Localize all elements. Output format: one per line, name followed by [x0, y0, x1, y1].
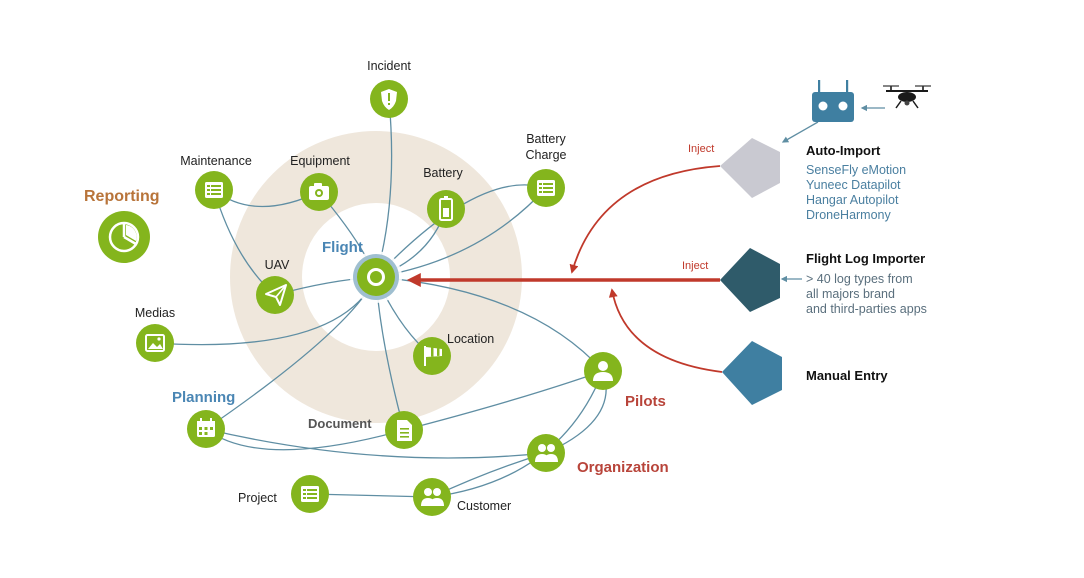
- list-icon: [301, 486, 319, 502]
- battery-charge-label-line1: Battery: [526, 132, 566, 146]
- pie-chart-icon: [108, 221, 140, 253]
- planning-label: Planning: [172, 389, 235, 406]
- uav-node[interactable]: [256, 276, 294, 314]
- inject-label-log: Inject: [682, 260, 708, 272]
- pilots-label: Pilots: [625, 393, 666, 410]
- incident-node[interactable]: [370, 80, 408, 118]
- document-node[interactable]: [385, 411, 423, 449]
- equipment-label: Equipment: [290, 154, 350, 168]
- reporting-node[interactable]: [98, 211, 150, 263]
- inject-label-auto: Inject: [688, 143, 714, 155]
- document-icon: [397, 420, 412, 441]
- flight-log-importer-pentagon[interactable]: [720, 248, 780, 312]
- auto-import-item: Hangar Autopilot: [806, 193, 899, 207]
- controller-to-import-arrow: [781, 121, 819, 143]
- log-importer-item: and third-parties apps: [806, 302, 927, 316]
- group-icon: [421, 488, 444, 506]
- organization-label: Organization: [577, 459, 669, 476]
- flight-log-importer-title: Flight Log Importer: [806, 251, 925, 266]
- battery-label: Battery: [423, 166, 463, 180]
- log-importer-item: > 40 log types from: [806, 272, 913, 286]
- auto-import-pentagon[interactable]: [720, 138, 780, 198]
- group-icon: [535, 444, 558, 462]
- auto-import-item: SenseFly eMotion: [806, 163, 906, 177]
- incident-label: Incident: [367, 59, 411, 73]
- project-label: Project: [238, 491, 277, 505]
- inject-arrows: Inject Inject: [406, 143, 723, 373]
- organization-node[interactable]: [527, 434, 565, 472]
- maintenance-node[interactable]: [195, 171, 233, 209]
- medias-node[interactable]: [136, 324, 174, 362]
- windsock-icon: [424, 346, 442, 366]
- camera-icon: [309, 183, 329, 200]
- flight-node[interactable]: [350, 251, 402, 303]
- battery-charge-label-line2: Charge: [526, 148, 567, 162]
- calendar-icon: [197, 418, 215, 437]
- flight-log-importer-block: Flight Log Importer > 40 log types from …: [806, 251, 927, 316]
- shield-icon: [381, 89, 397, 110]
- flight-label: Flight: [322, 239, 363, 256]
- drone-icon: [883, 85, 931, 109]
- equipment-node[interactable]: [300, 173, 338, 211]
- image-icon: [145, 334, 165, 352]
- project-node[interactable]: [291, 475, 329, 513]
- battery-charge-node[interactable]: [527, 169, 565, 207]
- reporting-label: Reporting: [84, 188, 160, 205]
- manual-entry-title: Manual Entry: [806, 368, 888, 383]
- list-icon: [537, 180, 555, 196]
- paper-plane-icon: [265, 284, 287, 306]
- auto-import-block: Auto-Import SenseFly eMotion Yuneec Data…: [806, 143, 906, 222]
- location-node[interactable]: [413, 337, 451, 375]
- medias-label: Medias: [135, 306, 175, 320]
- document-label: Document: [308, 416, 372, 431]
- uav-label: UAV: [265, 258, 290, 272]
- person-icon: [593, 361, 613, 381]
- battery-node[interactable]: [427, 190, 465, 228]
- customer-label: Customer: [457, 499, 511, 513]
- flight-zone-ring: [230, 131, 522, 423]
- auto-import-item: Yuneec Datapilot: [806, 178, 901, 192]
- auto-import-item: DroneHarmony: [806, 208, 892, 222]
- location-label: Location: [447, 332, 494, 346]
- log-importer-item: all majors brand: [806, 287, 895, 301]
- list-icon: [205, 182, 223, 198]
- planning-node[interactable]: [187, 410, 225, 448]
- ring-icon: [367, 268, 385, 286]
- maintenance-label: Maintenance: [180, 154, 252, 168]
- battery-icon: [439, 196, 453, 221]
- customer-node[interactable]: [413, 478, 451, 516]
- remote-controller-icon: [812, 80, 854, 122]
- manual-entry-pentagon[interactable]: [722, 341, 782, 405]
- pilots-node[interactable]: [584, 352, 622, 390]
- auto-import-title: Auto-Import: [806, 143, 881, 158]
